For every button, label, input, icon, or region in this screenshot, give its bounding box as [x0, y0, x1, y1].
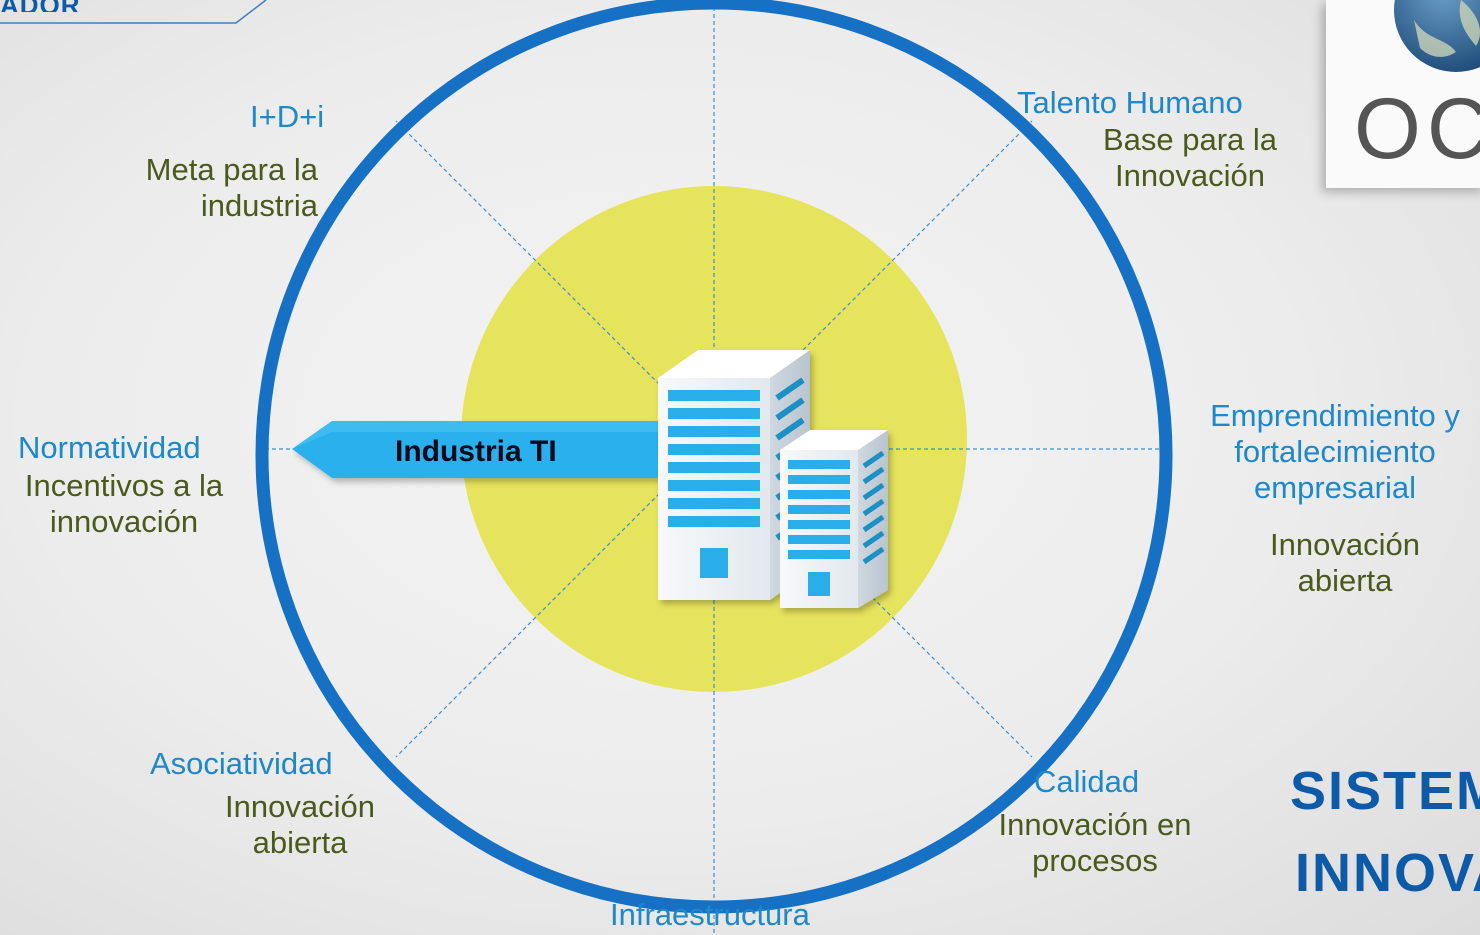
center-label: Industria TI [395, 435, 557, 468]
segment-normatividad-desc: Incentivos a la innovación [24, 468, 224, 539]
logo-text: OC [1354, 81, 1480, 177]
segment-asociatividad-title: Asociatividad [150, 746, 333, 781]
arrow-banner [292, 421, 690, 478]
logo-box: OC [1326, 0, 1480, 188]
spoke-upper-right [713, 120, 1033, 440]
corner-tag-frame [0, 0, 267, 24]
segment-asociatividad-desc: Innovación abierta [225, 789, 375, 860]
side-title-line2: INNOVA [1295, 843, 1480, 903]
segment-emprendimiento-desc: Innovación abierta [1270, 527, 1420, 598]
segment-calidad-title: Calidad [1034, 764, 1140, 799]
spoke-lower-left [395, 438, 715, 758]
segment-talento-desc: Base para la Innovación [1102, 122, 1278, 193]
corner-tag-text: ADOR [0, 0, 160, 12]
segment-talento-title: Talento Humano [1017, 85, 1243, 120]
segment-emprendimiento-title: Emprendimiento y fortalecimiento empresa… [1210, 398, 1460, 505]
spoke-upper-left [395, 120, 715, 440]
globe-icon [1394, 0, 1480, 72]
segment-calidad-desc: Innovación en procesos [998, 807, 1192, 878]
segment-normatividad-title: Normatividad [18, 430, 201, 465]
segment-infraestructura-title: Infraestructura [610, 897, 810, 932]
outer-ring [255, 0, 1173, 914]
side-title-line1: SISTEM [1290, 761, 1480, 821]
segment-id-desc: Meta para la industria [145, 152, 318, 223]
office-buildings-icon [658, 350, 888, 608]
corner-tag: ADOR [0, 0, 267, 24]
segment-id-title: I+D+i [250, 99, 325, 134]
